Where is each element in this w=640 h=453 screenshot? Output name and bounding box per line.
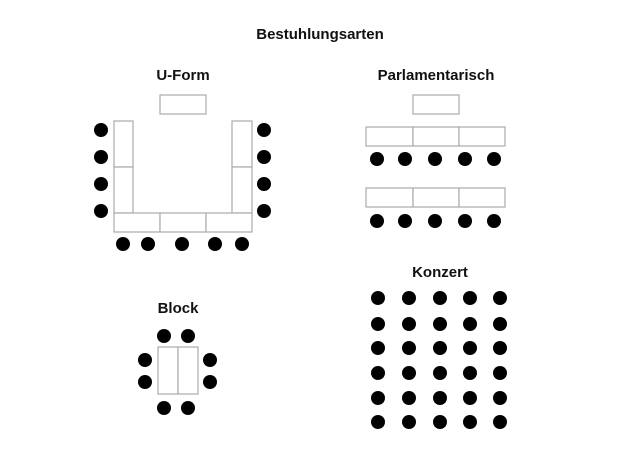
chair (371, 366, 385, 380)
chair (428, 152, 442, 166)
table (177, 346, 199, 395)
chair (428, 214, 442, 228)
chair (157, 329, 171, 343)
chair (493, 317, 507, 331)
chair (458, 214, 472, 228)
chair (463, 415, 477, 429)
chair (181, 401, 195, 415)
chair (257, 177, 271, 191)
chair (181, 329, 195, 343)
chair (493, 341, 507, 355)
table (365, 126, 414, 147)
table (458, 187, 506, 208)
konzert-label: Konzert (412, 264, 468, 281)
chair (94, 177, 108, 191)
chair (203, 375, 217, 389)
chair (402, 291, 416, 305)
chair (94, 204, 108, 218)
chair (398, 214, 412, 228)
chair (402, 317, 416, 331)
chair (370, 214, 384, 228)
diagram-title: Bestuhlungsarten (256, 26, 384, 43)
chair (402, 341, 416, 355)
table (159, 212, 207, 233)
chair (371, 341, 385, 355)
chair (371, 291, 385, 305)
chair (433, 391, 447, 405)
chair (116, 237, 130, 251)
table (231, 166, 253, 214)
chair (371, 415, 385, 429)
chair (141, 237, 155, 251)
chair (463, 366, 477, 380)
chair (463, 341, 477, 355)
chair (370, 152, 384, 166)
chair (402, 391, 416, 405)
table (157, 346, 179, 395)
chair (235, 237, 249, 251)
parlamentarisch-label: Parlamentarisch (378, 67, 495, 84)
chair (493, 391, 507, 405)
chair (398, 152, 412, 166)
table (205, 212, 253, 233)
head-table (412, 94, 460, 115)
chair (257, 204, 271, 218)
chair (371, 391, 385, 405)
chair (138, 375, 152, 389)
chair (257, 123, 271, 137)
chair (463, 291, 477, 305)
chair (208, 237, 222, 251)
head-table (159, 94, 207, 115)
block-label: Block (158, 300, 200, 317)
chair (402, 415, 416, 429)
chair (203, 353, 217, 367)
chair (493, 291, 507, 305)
table (113, 120, 134, 168)
chair (94, 123, 108, 137)
chair (433, 291, 447, 305)
chair (371, 317, 385, 331)
table (365, 187, 414, 208)
chair (487, 152, 501, 166)
table (113, 166, 134, 214)
chair (463, 391, 477, 405)
chair (493, 415, 507, 429)
table (458, 126, 506, 147)
chair (402, 366, 416, 380)
table (231, 120, 253, 168)
chair (433, 317, 447, 331)
u-form-label: U-Form (156, 67, 209, 84)
chair (458, 152, 472, 166)
chair (493, 366, 507, 380)
chair (433, 366, 447, 380)
chair (463, 317, 477, 331)
chair (433, 415, 447, 429)
table (113, 212, 161, 233)
table (412, 126, 460, 147)
chair (94, 150, 108, 164)
table (412, 187, 460, 208)
chair (175, 237, 189, 251)
chair (138, 353, 152, 367)
chair (257, 150, 271, 164)
chair (487, 214, 501, 228)
chair (157, 401, 171, 415)
chair (433, 341, 447, 355)
